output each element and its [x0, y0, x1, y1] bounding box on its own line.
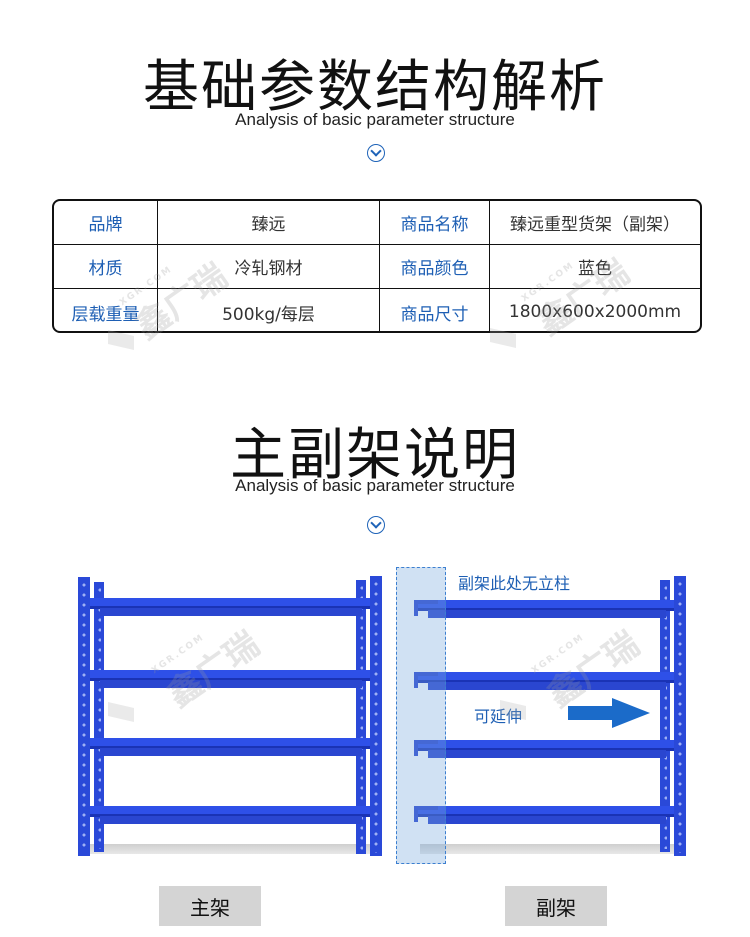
rack-beam	[418, 672, 674, 683]
watermark-logo-icon	[490, 328, 516, 348]
rack-post	[674, 576, 686, 856]
floor-shadow	[90, 844, 380, 854]
rack-shelf	[100, 680, 362, 688]
section-subtitle-params: Analysis of basic parameter structure	[235, 110, 515, 129]
rack-beam	[90, 738, 370, 749]
no-post-highlight	[396, 567, 446, 864]
beam-hook	[414, 740, 438, 756]
param-value: 冷轧钢材	[158, 245, 380, 289]
param-value: 500kg/每层	[158, 289, 380, 331]
arrow-right-icon	[568, 706, 616, 720]
beam-hook	[414, 672, 438, 688]
rack-shelf	[428, 682, 666, 690]
rack-shelf	[100, 608, 362, 616]
rack-shelf	[100, 816, 362, 824]
param-key: 品牌	[54, 201, 158, 245]
rack-beam	[90, 806, 370, 817]
chevron-down-icon	[367, 144, 385, 162]
rack-shelf	[100, 748, 362, 756]
rack-post	[356, 580, 366, 854]
note-extendable: 可延伸	[474, 707, 523, 726]
watermark-logo-icon	[108, 702, 134, 722]
rack-beam	[418, 806, 674, 817]
rack-post	[78, 577, 90, 856]
section-subtitle-racks: Analysis of basic parameter structure	[235, 476, 515, 495]
watermark: XGR.COM 鑫广瑞	[150, 609, 267, 716]
rack-beam	[90, 670, 370, 681]
rack-shelf	[428, 610, 666, 618]
param-key: 材质	[54, 245, 158, 289]
main-rack-label: 主架	[159, 886, 261, 926]
rack-shelf	[428, 816, 666, 824]
section-title-params: 基础参数结构解析	[143, 55, 607, 120]
rack-beam	[90, 598, 370, 609]
chevron-down-icon	[367, 516, 385, 534]
watermark-logo-icon	[108, 330, 134, 350]
param-key: 商品颜色	[380, 245, 490, 289]
param-value: 1800x600x2000mm	[508, 302, 682, 322]
beam-hook	[414, 806, 438, 822]
param-key: 层载重量	[54, 289, 158, 331]
watermark-site: XGR.COM	[530, 632, 587, 677]
section-title-racks: 主副架说明	[230, 423, 520, 488]
param-value: 蓝色	[490, 245, 700, 289]
param-key: 商品名称	[380, 201, 490, 245]
rack-beam	[418, 600, 674, 611]
watermark-brand: 鑫广瑞	[160, 624, 267, 716]
param-value: 臻远	[158, 201, 380, 245]
floor-shadow	[420, 844, 680, 854]
rack-beam	[418, 740, 674, 751]
rack-post	[94, 582, 104, 852]
rack-shelf	[428, 750, 666, 758]
parameter-table: 品牌 臻远 商品名称 臻远重型货架（副架） 材质 冷轧钢材 商品颜色 蓝色 层载…	[52, 199, 702, 333]
rack-post	[370, 576, 382, 856]
param-key: 商品尺寸	[380, 289, 490, 331]
arrow-right-icon-head	[612, 698, 650, 728]
watermark-site: XGR.COM	[150, 632, 207, 677]
rack-post	[660, 580, 670, 852]
note-no-post: 副架此处无立柱	[458, 574, 571, 593]
aux-rack-label: 副架	[505, 886, 607, 926]
beam-hook	[414, 600, 438, 616]
watermark-logo-icon	[500, 700, 526, 720]
param-value: 臻远重型货架（副架）	[490, 201, 700, 245]
